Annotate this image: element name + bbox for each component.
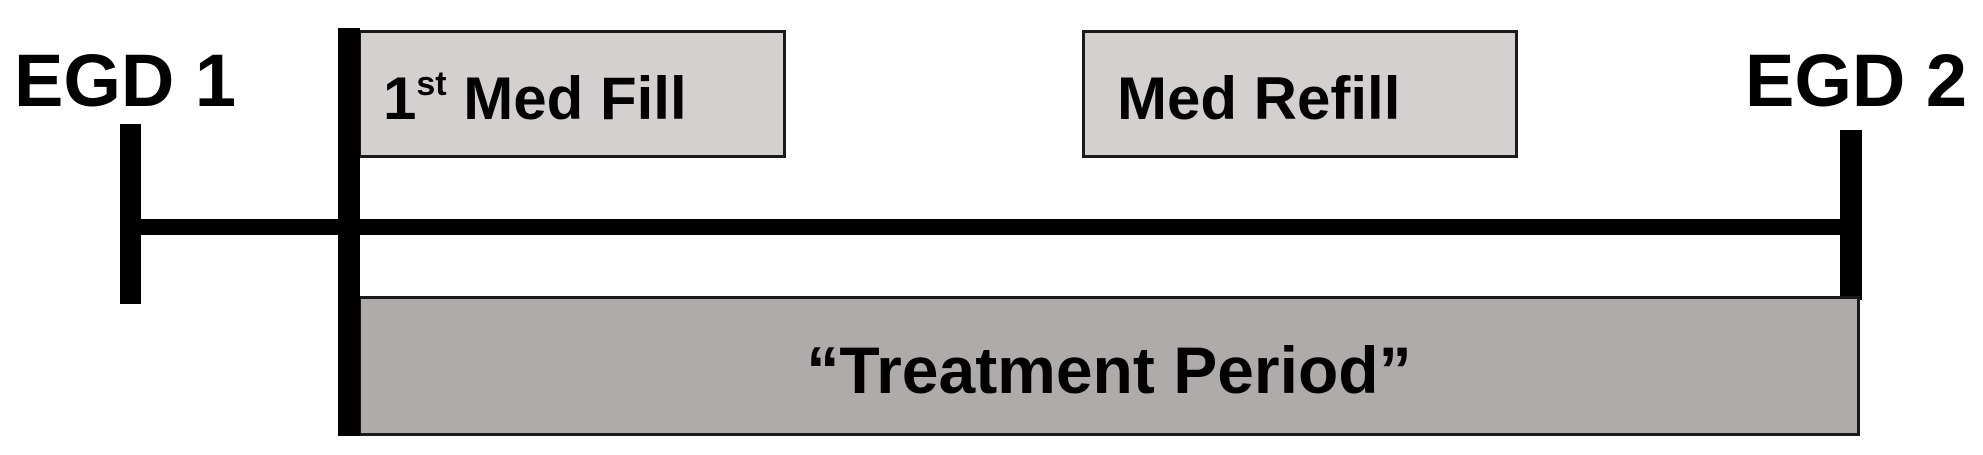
- egd1-marker: [120, 124, 141, 304]
- first-med-fill-ordinal-suffix: st: [416, 65, 447, 103]
- first-med-fill-text: Med Fill: [446, 65, 687, 132]
- egd2-label: EGD 2: [1745, 39, 1968, 122]
- med-refill-box: Med Refill: [1082, 30, 1518, 158]
- med-refill-label: Med Refill: [1117, 65, 1401, 132]
- first-med-fill-label: 1st Med Fill: [383, 67, 687, 129]
- first-med-fill-ordinal: 1: [383, 65, 417, 132]
- egd2-marker: [1840, 130, 1862, 300]
- treatment-period-box: “Treatment Period”: [358, 296, 1860, 436]
- timeline-axis-line: [124, 219, 1850, 235]
- first-fill-marker: [338, 28, 360, 436]
- egd1-label: EGD 1: [14, 39, 237, 122]
- first-med-fill-box: 1st Med Fill: [358, 30, 786, 158]
- treatment-period-label: “Treatment Period”: [806, 333, 1412, 407]
